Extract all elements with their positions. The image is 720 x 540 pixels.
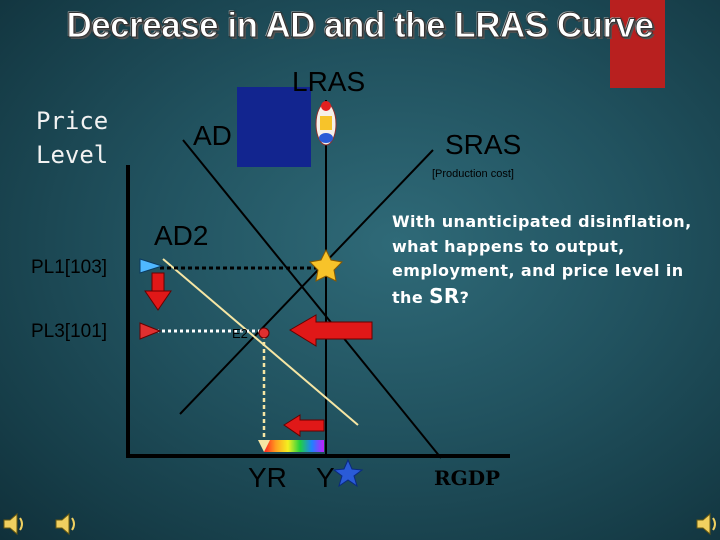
sras-note: [Production cost] bbox=[432, 168, 514, 180]
decorative-blue-block bbox=[237, 87, 311, 167]
y-axis-label: Price Level bbox=[36, 104, 126, 172]
pointer-arrow-icon bbox=[139, 258, 164, 274]
speaker-icon[interactable] bbox=[55, 512, 75, 536]
ad2-line bbox=[162, 258, 359, 426]
y-axis-label-line2: Level bbox=[36, 141, 109, 169]
e2-label: E2 bbox=[232, 326, 248, 341]
x-axis-label: RGDP bbox=[434, 466, 501, 490]
clown-icon bbox=[315, 101, 337, 146]
lras-label: LRAS bbox=[292, 66, 366, 97]
question-mark: ? bbox=[459, 287, 470, 307]
speaker-icon[interactable] bbox=[696, 512, 716, 536]
pointer-arrow-icon bbox=[139, 322, 162, 340]
left-arrow-icon bbox=[289, 314, 373, 347]
pl1-label: PL1[103] bbox=[31, 257, 108, 278]
output-change-bar bbox=[264, 440, 324, 452]
slide-title: Decrease in AD and the LRAS Curve bbox=[66, 6, 655, 46]
question-text: With unanticipated disinflation, what ha… bbox=[392, 210, 692, 310]
ad2-label: AD2 bbox=[154, 220, 209, 251]
question-sr: SR bbox=[429, 283, 460, 308]
y-label: Y bbox=[316, 462, 335, 493]
ad-label: AD bbox=[193, 120, 232, 151]
e-badge-icon bbox=[308, 248, 344, 282]
y-axis-label-line1: Price bbox=[36, 107, 109, 135]
decorative-red-block bbox=[610, 0, 665, 88]
yr-arrow-head bbox=[258, 440, 270, 452]
small-left-arrow-icon bbox=[283, 414, 325, 437]
pl3-label: PL3[101] bbox=[31, 321, 108, 342]
sras-line bbox=[179, 149, 434, 415]
ad-line bbox=[182, 139, 442, 459]
yr-label: YR bbox=[248, 462, 287, 493]
sras-label: SRAS bbox=[445, 129, 522, 160]
down-arrow-icon bbox=[144, 272, 172, 311]
question-body: With unanticipated disinflation, what ha… bbox=[392, 212, 692, 307]
speaker-icon[interactable] bbox=[3, 512, 23, 536]
star-icon bbox=[332, 458, 364, 488]
e2-point bbox=[258, 327, 270, 339]
